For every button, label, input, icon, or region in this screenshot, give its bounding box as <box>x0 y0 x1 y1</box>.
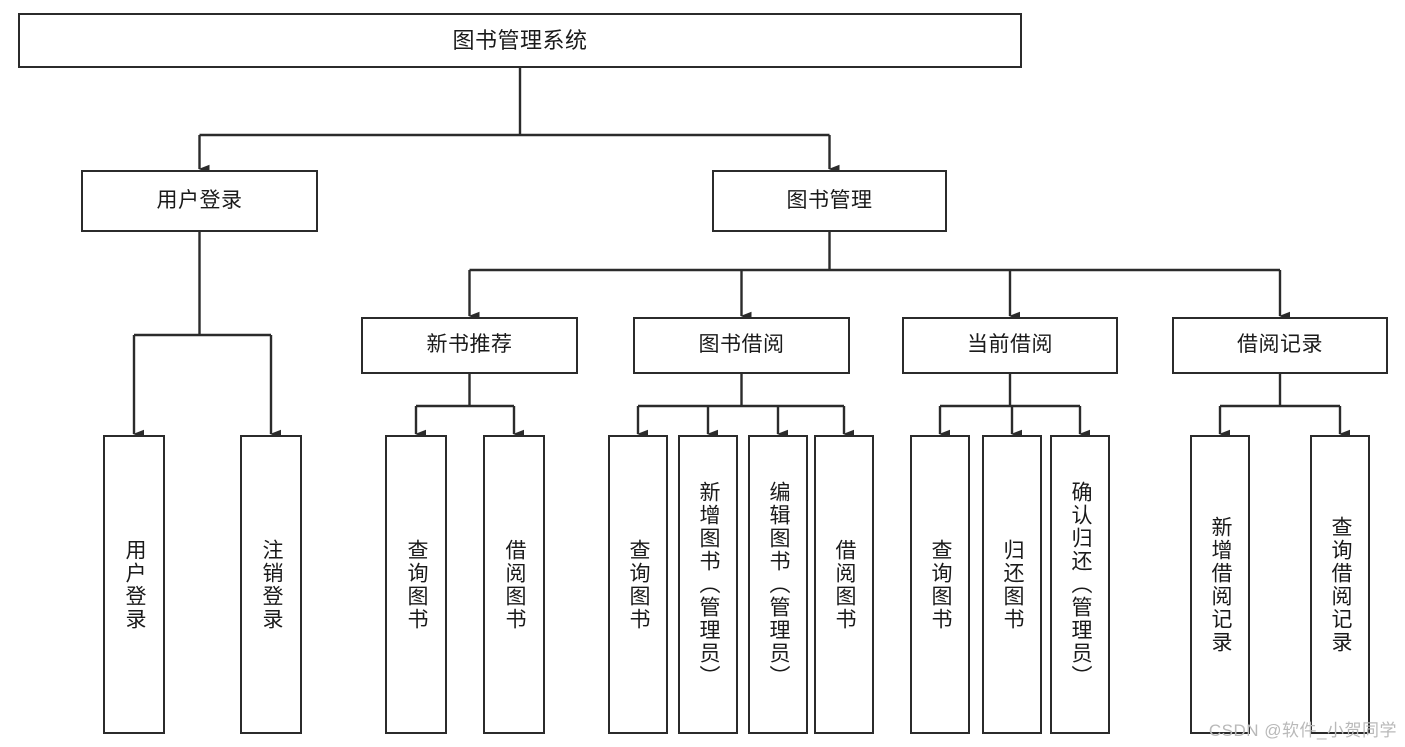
node-leaf-borrow-book-1[interactable]: 借阅图书 <box>483 435 545 734</box>
node-leaf-query-book-2-label: 查询图书 <box>627 538 651 631</box>
node-leaf-user-logout[interactable]: 注销登录 <box>240 435 302 734</box>
node-leaf-confirm-return-label: 确认归还（管理员） <box>1069 481 1093 688</box>
node-new-book-recommend-label: 新书推荐 <box>426 333 513 357</box>
node-leaf-user-login-label: 用户登录 <box>123 538 147 631</box>
node-leaf-query-borrow-record[interactable]: 查询借阅记录 <box>1310 435 1370 734</box>
node-leaf-borrow-book-2[interactable]: 借阅图书 <box>814 435 874 734</box>
node-leaf-edit-book[interactable]: 编辑图书（管理员） <box>748 435 808 734</box>
node-current-borrow[interactable]: 当前借阅 <box>902 317 1118 374</box>
node-leaf-query-book-2[interactable]: 查询图书 <box>608 435 668 734</box>
node-leaf-edit-book-label: 编辑图书（管理员） <box>767 481 791 688</box>
node-leaf-query-book-3[interactable]: 查询图书 <box>910 435 970 734</box>
node-leaf-user-logout-label: 注销登录 <box>260 538 284 631</box>
node-book-borrow-label: 图书借阅 <box>698 333 785 357</box>
node-leaf-query-book-1[interactable]: 查询图书 <box>385 435 447 734</box>
node-book-borrow[interactable]: 图书借阅 <box>633 317 850 374</box>
node-leaf-confirm-return[interactable]: 确认归还（管理员） <box>1050 435 1110 734</box>
node-leaf-add-book-label: 新增图书（管理员） <box>697 481 721 688</box>
node-leaf-borrow-book-2-label: 借阅图书 <box>833 538 857 631</box>
node-new-book-recommend[interactable]: 新书推荐 <box>361 317 578 374</box>
node-leaf-user-login[interactable]: 用户登录 <box>103 435 165 734</box>
node-leaf-add-borrow-record-label: 新增借阅记录 <box>1209 515 1233 654</box>
watermark: CSDN @软件_小贺同学 <box>1208 721 1397 740</box>
node-borrow-record-label: 借阅记录 <box>1237 333 1323 357</box>
node-borrow-record[interactable]: 借阅记录 <box>1172 317 1388 374</box>
node-leaf-query-book-3-label: 查询图书 <box>929 538 953 631</box>
node-user-login[interactable]: 用户登录 <box>81 170 318 232</box>
node-book-manage[interactable]: 图书管理 <box>712 170 947 232</box>
node-book-manage-label: 图书管理 <box>786 188 873 212</box>
node-leaf-return-book-label: 归还图书 <box>1001 538 1025 631</box>
node-leaf-borrow-book-1-label: 借阅图书 <box>503 538 527 631</box>
node-leaf-add-book[interactable]: 新增图书（管理员） <box>678 435 738 734</box>
node-leaf-query-borrow-record-label: 查询借阅记录 <box>1329 515 1353 654</box>
node-leaf-add-borrow-record[interactable]: 新增借阅记录 <box>1190 435 1250 734</box>
node-leaf-query-book-1-label: 查询图书 <box>405 538 429 631</box>
node-leaf-return-book[interactable]: 归还图书 <box>982 435 1042 734</box>
node-user-login-label: 用户登录 <box>156 188 243 212</box>
node-root[interactable]: 图书管理系统 <box>18 13 1022 68</box>
node-current-borrow-label: 当前借阅 <box>967 333 1053 357</box>
node-root-label: 图书管理系统 <box>452 27 588 53</box>
